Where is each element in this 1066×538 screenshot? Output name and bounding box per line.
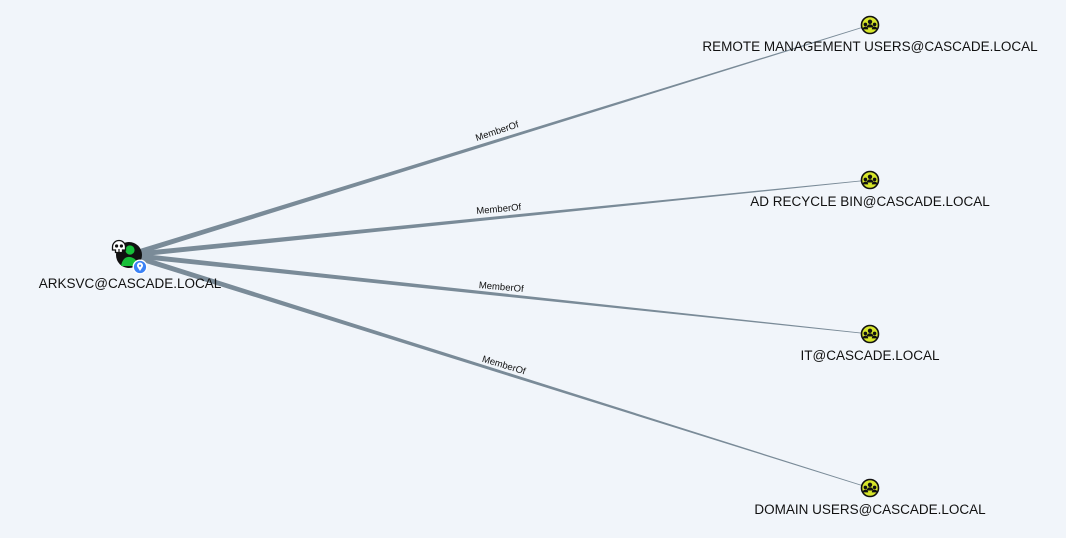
skull-icon [111, 239, 127, 254]
group-icon[interactable] [860, 324, 880, 344]
edge-line[interactable] [128, 252, 871, 489]
edge-g2[interactable]: MemberOf [128, 179, 871, 258]
edge-g3[interactable]: MemberOf [128, 252, 871, 335]
user-node-label: ARKSVC@CASCADE.LOCAL [39, 276, 222, 291]
group-node-label: DOMAIN USERS@CASCADE.LOCAL [754, 502, 986, 517]
group-node-g1[interactable]: REMOTE MANAGEMENT USERS@CASCADE.LOCAL [702, 15, 1038, 55]
group-icon[interactable] [860, 170, 880, 190]
group-node-label: AD RECYCLE BIN@CASCADE.LOCAL [750, 194, 990, 209]
edge-line[interactable] [128, 252, 871, 335]
owned-pin-icon [132, 259, 148, 275]
group-node-g3[interactable]: IT@CASCADE.LOCAL [801, 324, 940, 364]
group-icon[interactable] [860, 15, 880, 35]
edge-label: MemberOf [476, 202, 522, 217]
group-node-g4[interactable]: DOMAIN USERS@CASCADE.LOCAL [754, 478, 986, 518]
nodes-layer: REMOTE MANAGEMENT USERS@CASCADE.LOCAL AD … [39, 15, 1038, 518]
group-node-g2[interactable]: AD RECYCLE BIN@CASCADE.LOCAL [750, 170, 990, 210]
edge-line[interactable] [128, 24, 871, 258]
edge-line[interactable] [128, 179, 871, 258]
user-node[interactable]: ARKSVC@CASCADE.LOCAL [39, 239, 222, 292]
group-node-label: IT@CASCADE.LOCAL [801, 348, 940, 363]
group-icon[interactable] [860, 478, 880, 498]
edge-g1[interactable]: MemberOf [128, 24, 871, 258]
edge-label: MemberOf [478, 280, 524, 295]
group-node-label: REMOTE MANAGEMENT USERS@CASCADE.LOCAL [702, 39, 1038, 54]
